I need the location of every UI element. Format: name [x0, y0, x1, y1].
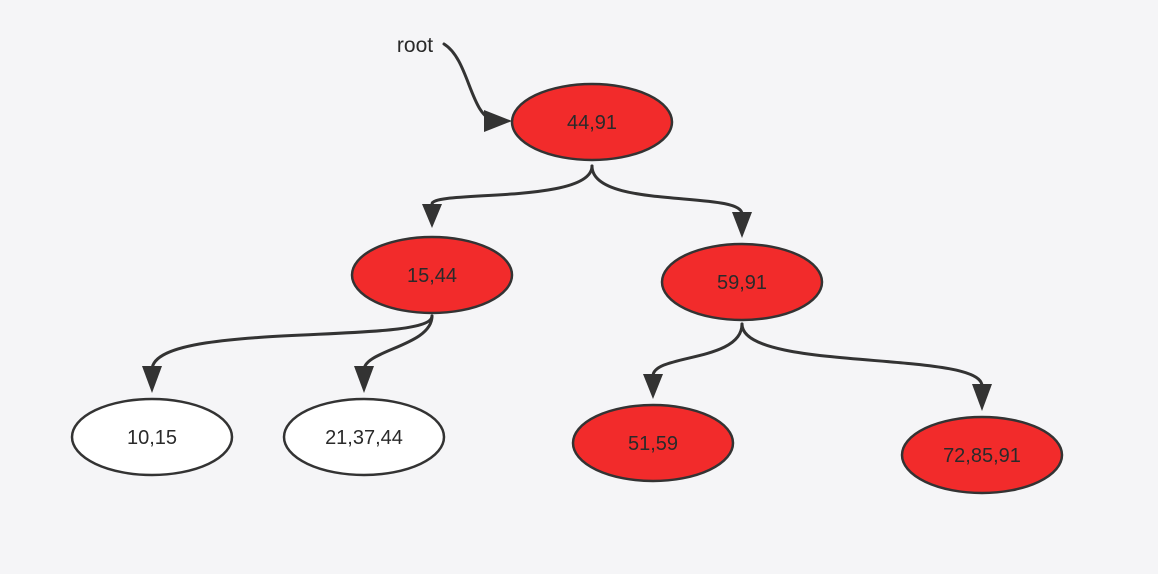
node-ellipse [70, 397, 234, 477]
arrowhead-icon [354, 366, 374, 393]
edge-line [651, 322, 744, 378]
node-label: 59,91 [717, 272, 767, 294]
node-ellipse [571, 403, 735, 483]
node-label: 44,91 [567, 112, 617, 134]
node-ellipse [282, 397, 446, 477]
node-ellipse [510, 82, 674, 162]
edge-n3-n6 [643, 322, 744, 399]
edges-layer [142, 42, 992, 411]
tree-node-n6: 51,59 [571, 403, 735, 483]
node-ellipse [350, 235, 514, 315]
tree-node-n7: 72,85,91 [900, 415, 1064, 495]
root-label: root [397, 34, 433, 57]
edge-line [442, 42, 498, 123]
edge-line [362, 314, 434, 372]
tree-node-n5: 21,37,44 [282, 397, 446, 477]
edge-n1-n2 [422, 164, 594, 228]
arrowhead-icon [972, 384, 992, 411]
node-ellipse [660, 242, 824, 322]
tree-node-n3: 59,91 [660, 242, 824, 322]
edge-line [740, 322, 984, 388]
tree-node-n1: 44,91 [510, 82, 674, 162]
arrowhead-icon [422, 204, 442, 228]
node-ellipse [900, 415, 1064, 495]
node-label: 72,85,91 [943, 445, 1021, 467]
node-label: 10,15 [127, 427, 177, 449]
arrowhead-icon [732, 212, 752, 238]
edge-line [430, 164, 594, 206]
arrowhead-icon [484, 110, 512, 132]
arrowhead-icon [142, 366, 162, 393]
node-label: 51,59 [628, 433, 678, 455]
edge-root-n1 [442, 42, 512, 132]
node-label: 15,44 [407, 265, 457, 287]
edge-n2-n4 [142, 314, 434, 393]
edge-n2-n5 [354, 314, 434, 393]
edge-line [150, 314, 434, 372]
edge-line [590, 164, 744, 216]
edge-n3-n7 [740, 322, 992, 411]
tree-node-n4: 10,15 [70, 397, 234, 477]
tree-node-n2: 15,44 [350, 235, 514, 315]
node-label: 21,37,44 [325, 427, 403, 449]
arrowhead-icon [643, 374, 663, 399]
nodes-layer: 44,91 15,44 59,91 10,15 21,37,44 51,59 72,85,9… [70, 82, 1064, 495]
edge-n1-n3 [590, 164, 752, 238]
